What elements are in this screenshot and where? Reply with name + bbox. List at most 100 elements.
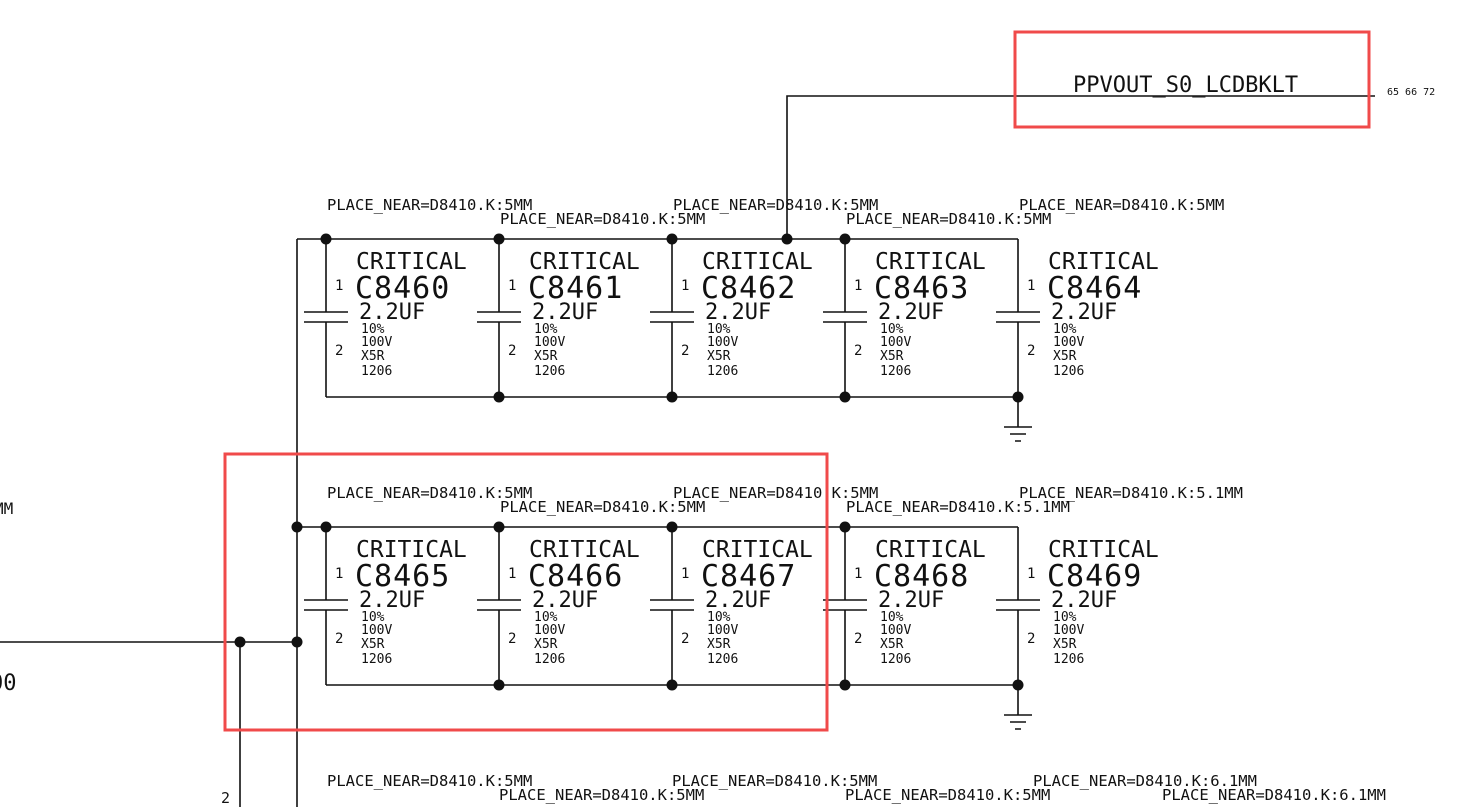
- pin-1-label: 1: [335, 566, 343, 582]
- pin-2-label: 2: [335, 343, 343, 359]
- capacitor-symbol: [650, 239, 694, 397]
- reference-designator: C8469: [1047, 559, 1142, 594]
- capacitor-row: PLACE_NEAR=D8410.K:5MMPLACE_NEAR=D8410.K…: [297, 484, 1243, 730]
- place-near-label: PLACE_NEAR=D8410.K:5MM: [673, 196, 878, 214]
- capacitor-symbol: [304, 527, 348, 685]
- pin-1-label: 1: [681, 278, 689, 294]
- dielectric: X5R: [880, 349, 904, 364]
- place-near-label: PLACE_NEAR=D8410.K:5MM: [500, 210, 705, 228]
- junction-dot: [493, 233, 505, 245]
- junction-dot: [839, 391, 851, 403]
- critical-tag: CRITICAL: [356, 249, 467, 275]
- place-near-label: PLACE_NEAR=D8410.K:5MM: [672, 772, 877, 790]
- pin-2-label: 2: [854, 343, 862, 359]
- junction-dot: [666, 521, 678, 533]
- dielectric: X5R: [707, 349, 731, 364]
- dielectric: X5R: [534, 349, 558, 364]
- capacitor-symbol: [477, 527, 521, 685]
- dielectric: X5R: [1053, 637, 1077, 652]
- tolerance: 10%: [534, 322, 558, 337]
- junction-dot: [839, 679, 851, 691]
- tolerance: 10%: [361, 610, 385, 625]
- junction-dot: [839, 521, 851, 533]
- reference-designator: C8468: [874, 559, 969, 594]
- capacitor-symbol: [823, 239, 867, 397]
- junction-dot: [291, 636, 303, 648]
- voltage-rating: 100V: [1053, 335, 1084, 350]
- capacitance-value: 2.2UF: [878, 588, 944, 613]
- reference-designator: C8461: [528, 271, 623, 306]
- package-size: 1206: [707, 364, 738, 379]
- critical-tag: CRITICAL: [702, 537, 813, 563]
- place-near-label: PLACE_NEAR=D8410.K:6.1MM: [1162, 786, 1386, 804]
- edge-fragment: MM: [0, 499, 13, 518]
- tolerance: 10%: [707, 322, 731, 337]
- pin-2-label: 2: [1027, 343, 1035, 359]
- place-near-label: PLACE_NEAR=D8410.K:5.1MM: [846, 498, 1070, 516]
- junction-dot: [493, 391, 505, 403]
- critical-tag: CRITICAL: [1048, 249, 1159, 275]
- critical-tag: CRITICAL: [529, 537, 640, 563]
- ground-icon: [1004, 685, 1032, 730]
- place-near-label: PLACE_NEAR=D8410.K:5MM: [327, 196, 532, 214]
- place-near-label: PLACE_NEAR=D8410.K:5.1MM: [1019, 484, 1243, 502]
- capacitor-symbol: [996, 527, 1040, 685]
- static-wiring: PPVOUT_S0_LCDBKLT 65 66 72 MM 00 2: [0, 73, 1435, 807]
- voltage-rating: 100V: [707, 335, 738, 350]
- junction-dot: [666, 391, 678, 403]
- voltage-rating: 100V: [1053, 623, 1084, 638]
- pin-1-label: 1: [508, 566, 516, 582]
- package-size: 1206: [534, 364, 565, 379]
- reference-designator: C8464: [1047, 271, 1142, 306]
- place-near-label: PLACE_NEAR=D8410.K:5MM: [327, 772, 532, 790]
- pin-1-label: 1: [1027, 278, 1035, 294]
- highlight-box-net: [1013, 30, 1371, 129]
- dielectric: X5R: [361, 349, 385, 364]
- pin-1-label: 1: [335, 278, 343, 294]
- junction-dot: [493, 521, 505, 533]
- capacitor-symbol: [304, 239, 348, 397]
- dielectric: X5R: [534, 637, 558, 652]
- voltage-rating: 100V: [880, 623, 911, 638]
- tolerance: 10%: [880, 610, 904, 625]
- dielectric: X5R: [880, 637, 904, 652]
- package-size: 1206: [880, 652, 911, 667]
- ground-icon: [1004, 397, 1032, 442]
- net-page-refs[interactable]: 65 66 72: [1387, 87, 1435, 98]
- place-near-label: PLACE_NEAR=D8410.K:5MM: [1019, 196, 1224, 214]
- place-near-label: PLACE_NEAR=D8410.K:5MM: [845, 786, 1050, 804]
- place-near-label: PLACE_NEAR=D8410.K:5MM: [499, 786, 704, 804]
- capacitor-symbol: [823, 527, 867, 685]
- critical-tag: CRITICAL: [1048, 537, 1159, 563]
- voltage-rating: 100V: [361, 335, 392, 350]
- pin-2-label: 2: [681, 343, 689, 359]
- reference-designator: C8460: [355, 271, 450, 306]
- pin-1-label: 1: [854, 566, 862, 582]
- pin-number: 2: [221, 789, 230, 807]
- capacitance-value: 2.2UF: [532, 588, 598, 613]
- capacitance-value: 2.2UF: [705, 300, 771, 325]
- junction-dot: [493, 679, 505, 691]
- critical-tag: CRITICAL: [356, 537, 467, 563]
- pin-2-label: 2: [681, 631, 689, 647]
- dielectric: X5R: [707, 637, 731, 652]
- critical-tag: CRITICAL: [875, 537, 986, 563]
- junction-dot: [234, 636, 246, 648]
- capacitance-value: 2.2UF: [1051, 300, 1117, 325]
- voltage-rating: 100V: [361, 623, 392, 638]
- package-size: 1206: [361, 652, 392, 667]
- capacitance-value: 2.2UF: [878, 300, 944, 325]
- reference-designator: C8463: [874, 271, 969, 306]
- net-label[interactable]: PPVOUT_S0_LCDBKLT: [1073, 73, 1298, 98]
